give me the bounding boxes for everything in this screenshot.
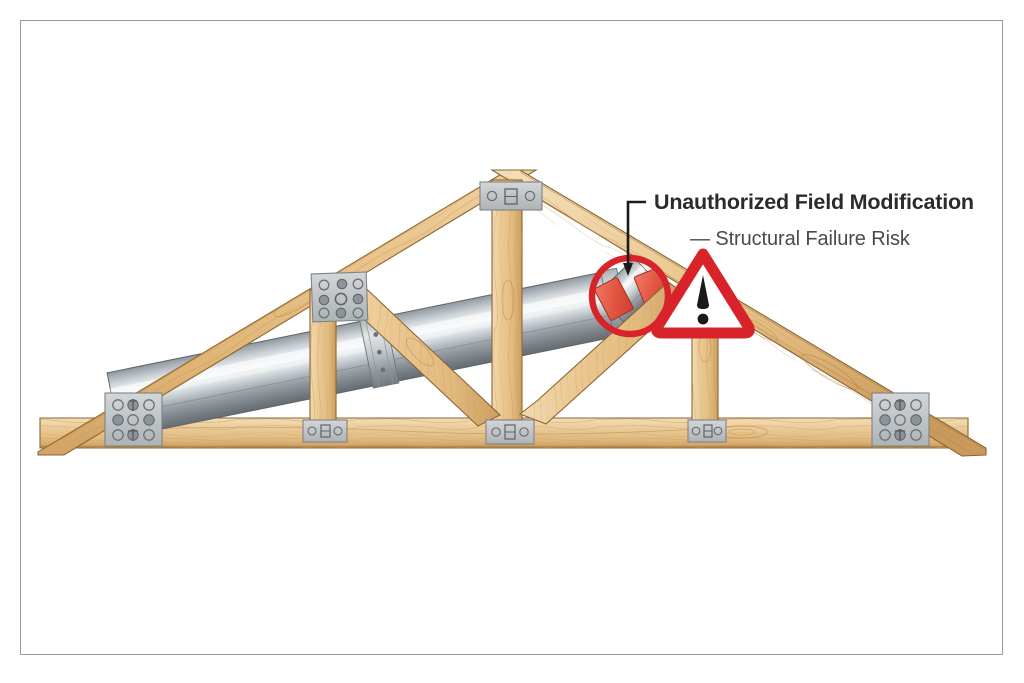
connector-plate-right-bottom bbox=[687, 419, 727, 443]
warning-triangle-icon bbox=[651, 248, 755, 339]
callout-title: Unauthorized Field Modification bbox=[654, 190, 974, 214]
truss-member-king-post bbox=[491, 179, 523, 421]
connector-plate-right-heel bbox=[871, 392, 930, 447]
connector-plate-left-bottom bbox=[302, 419, 348, 443]
hvac-duct bbox=[106, 257, 673, 439]
callout-leader-line bbox=[623, 200, 646, 276]
connector-plate-left-heel bbox=[104, 392, 163, 447]
defect-highlight-circle bbox=[588, 254, 672, 338]
connector-plate-center-bottom bbox=[485, 419, 535, 445]
connector-plate-apex bbox=[479, 181, 543, 211]
callout-subtitle: — Structural Failure Risk bbox=[690, 228, 910, 250]
connector-plate-left-web bbox=[310, 271, 369, 323]
